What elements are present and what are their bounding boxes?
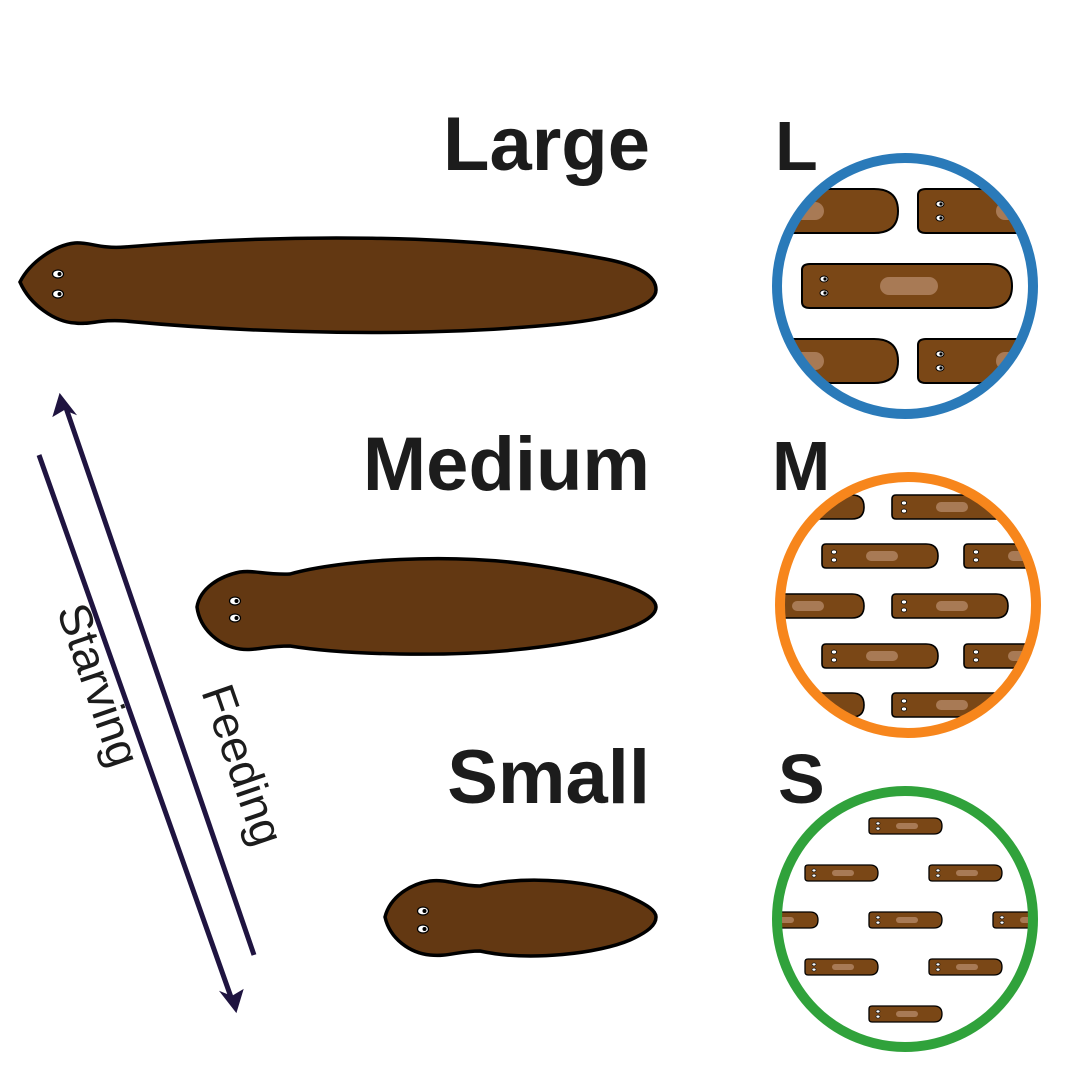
medium-tissue-circle bbox=[775, 472, 1041, 738]
small-tissue-circle bbox=[772, 786, 1038, 1052]
tile-worm bbox=[821, 543, 939, 569]
tile-worm bbox=[928, 958, 1003, 976]
label-m: M bbox=[772, 427, 830, 505]
double-arrow-icon bbox=[36, 392, 257, 1014]
label-medium: Medium bbox=[363, 422, 650, 507]
tile-worm bbox=[804, 864, 879, 882]
large-worm-icon bbox=[18, 236, 658, 335]
tile-worm bbox=[868, 817, 943, 835]
tile-worm bbox=[868, 1005, 943, 1023]
small-worm-eyes bbox=[416, 906, 430, 934]
medium-worm-eyes bbox=[228, 596, 242, 623]
tile-worm bbox=[801, 263, 1013, 309]
tile-worm bbox=[928, 864, 1003, 882]
ring-small bbox=[772, 786, 1038, 1052]
tile-worm bbox=[780, 593, 865, 619]
ring-large bbox=[772, 153, 1038, 419]
small-worm-icon bbox=[383, 878, 658, 958]
tile-worm bbox=[868, 911, 943, 929]
label-large: Large bbox=[443, 102, 650, 187]
tile-worm bbox=[804, 958, 879, 976]
label-l: L bbox=[775, 107, 818, 185]
medium-worm-icon bbox=[195, 556, 658, 656]
tile-worm bbox=[821, 643, 939, 669]
label-s: S bbox=[778, 740, 825, 818]
large-worm-eyes bbox=[51, 269, 65, 299]
ring-medium bbox=[775, 472, 1041, 738]
label-small: Small bbox=[447, 735, 650, 820]
large-tissue-circle bbox=[772, 153, 1038, 419]
label-starving: Starving bbox=[47, 597, 151, 773]
tile-worm bbox=[891, 593, 1009, 619]
